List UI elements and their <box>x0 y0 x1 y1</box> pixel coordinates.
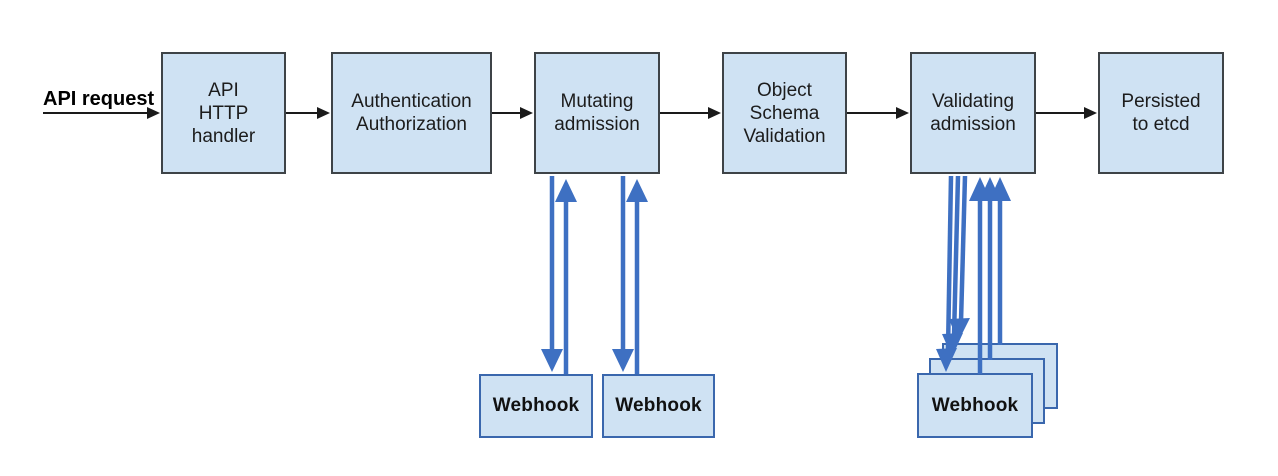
arrow-validating-to-webhooks-down-2 <box>942 175 963 357</box>
mutating-webhook-box-2: Webhook <box>602 374 715 438</box>
node-label: API HTTP handler <box>191 79 256 147</box>
arrow-webhooks-to-validating-up-3 <box>989 177 1011 345</box>
node-label: Persisted to etcd <box>1121 91 1201 135</box>
webhook-label: Webhook <box>615 395 702 416</box>
validating-webhook-box-front: Webhook <box>917 373 1033 438</box>
node-validating-admission: Validating admission <box>910 52 1036 174</box>
arrow-mutating-to-schema <box>660 107 721 119</box>
arrow-auth-to-mutating <box>492 107 533 119</box>
node-label: Object Schema Validation <box>743 79 826 147</box>
node-api-http-handler: API HTTP handler <box>161 52 286 174</box>
arrow-validating-to-etcd <box>1036 107 1097 119</box>
arrow-webhook1-to-mutating-up <box>555 179 577 374</box>
arrow-schema-to-validating <box>847 107 909 119</box>
arrow-webhook2-to-mutating-up <box>626 179 648 374</box>
arrow-validating-to-webhooks-down-3 <box>949 175 970 342</box>
webhook-label: Webhook <box>931 394 1019 416</box>
node-object-schema-validation: Object Schema Validation <box>722 52 847 174</box>
arrow-mutating-to-webhook1-down <box>541 176 563 372</box>
node-label: Validating admission <box>930 91 1016 135</box>
arrow-handler-to-auth <box>286 107 330 119</box>
node-mutating-admission: Mutating admission <box>534 52 660 174</box>
arrow-webhooks-to-validating-up-2 <box>979 177 1001 360</box>
node-label: Authentication Authorization <box>351 91 472 135</box>
webhook-label: Webhook <box>492 395 580 416</box>
node-label: Mutating admission <box>554 91 640 135</box>
mutating-webhook-box-1: Webhook <box>479 374 593 438</box>
node-authentication-authorization: Authentication Authorization <box>331 52 492 174</box>
arrow-mutating-to-webhook2-down <box>612 176 634 372</box>
node-persisted-to-etcd: Persisted to etcd <box>1098 52 1224 174</box>
api-request-label: API request <box>43 88 155 110</box>
